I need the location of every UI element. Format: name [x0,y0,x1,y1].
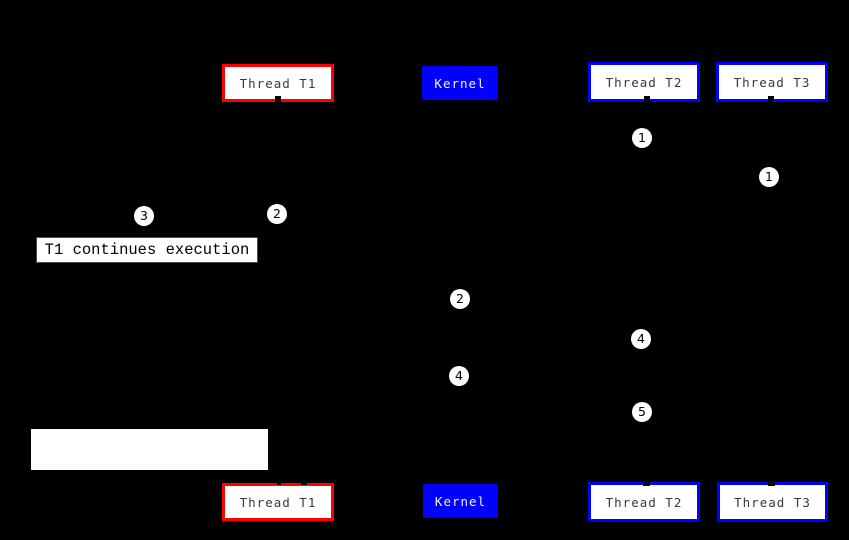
kernel-box-bottom: Kernel [423,484,498,518]
step-marker-label: 5 [638,403,646,419]
thread-t1-box-top: Thread T1 [222,64,334,102]
arrow-tick [644,96,650,103]
arrow-tick [275,96,281,103]
arrow-tick [643,481,650,486]
step-marker-4-thread-t2: 4 [631,329,651,349]
step-marker-label: 2 [273,205,281,221]
step-marker-label: 1 [638,129,646,145]
step-marker-2-thread-t1: 2 [267,204,287,224]
arrow-tick [277,477,281,485]
t1-continues-note: T1 continues execution [36,237,258,263]
kernel-box-top: Kernel [422,66,498,100]
kernel-label-top: Kernel [434,75,486,91]
thread-t2-label-bottom: Thread T2 [605,494,683,510]
step-marker-label: 2 [456,290,464,306]
thread-t1-label-top: Thread T1 [239,75,317,91]
t1-continues-note-label: T1 continues execution [44,241,250,259]
step-marker-5: 5 [632,402,652,422]
thread-t2-label-top: Thread T2 [605,74,683,90]
arrow-tick [768,481,775,486]
blank-label-box [31,429,268,470]
arrow-tick [301,481,307,485]
step-marker-2-kernel: 2 [450,289,470,309]
step-marker-label: 4 [637,330,645,346]
thread-t3-label-bottom: Thread T3 [734,494,811,510]
thread-t3-label-top: Thread T3 [733,74,811,90]
step-marker-1-thread-t3: 1 [759,167,779,187]
step-marker-3: 3 [134,206,154,226]
step-marker-label: 1 [765,168,773,184]
thread-t1-box-bottom: Thread T1 [222,483,334,521]
thread-t3-box-bottom: Thread T3 [717,482,828,522]
kernel-label-bottom: Kernel [434,493,487,509]
step-marker-label: 4 [455,367,463,383]
step-marker-4-kernel: 4 [449,366,469,386]
thread-t1-label-bottom: Thread T1 [239,494,317,510]
thread-t3-box-top: Thread T3 [716,62,828,102]
arrow-tick [768,96,774,103]
step-marker-1-thread-t2: 1 [632,128,652,148]
thread-t2-box-bottom: Thread T2 [588,482,700,522]
step-marker-label: 3 [140,207,148,223]
